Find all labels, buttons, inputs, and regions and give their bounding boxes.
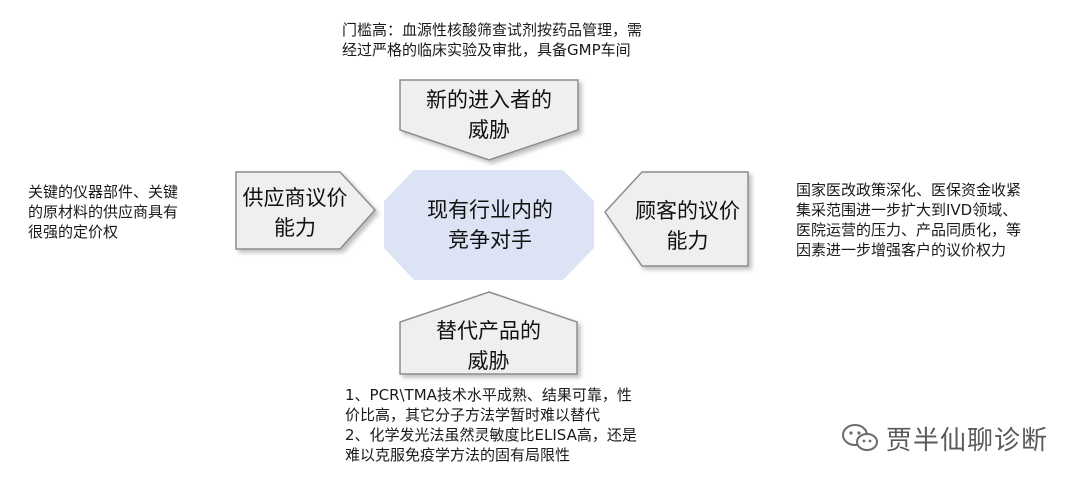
substitutes-note-line: 1、PCR\TMA技术水平成熟、结果可靠，性 <box>345 386 632 404</box>
new-entrants-label-line: 新的进入者的 <box>426 88 552 112</box>
wechat-icon <box>842 424 878 451</box>
substitutes-shape <box>399 291 578 375</box>
buyers-label-line: 顾客的议价 <box>635 199 740 223</box>
buyers-label-line: 能力 <box>666 229 709 253</box>
new-entrants-note: 门槛高：血源性核酸筛查试剂按药品管理，需 经过严格的临床实验及审批，具备GMP车… <box>342 20 702 60</box>
substitutes-note-line: 价比高，其它分子方法学暂时难以替代 <box>345 406 601 424</box>
buyers-note: 国家医改政策深化、医保资金收紧 集采范围进一步扩大到IVD领域、 医院运营的压力… <box>796 180 1066 260</box>
new-entrants-shape <box>399 79 579 161</box>
suppliers-label-line: 供应商议价 <box>242 186 348 210</box>
buyers-note-line: 因素进一步增强客户的议价权力 <box>796 241 1007 259</box>
center-octagon <box>384 170 594 280</box>
center-label-line: 现有行业内的 <box>427 198 553 222</box>
substitutes-label-line: 威胁 <box>467 349 510 373</box>
new-entrants-label-line: 威胁 <box>468 118 510 142</box>
center-label: 现有行业内的 竞争对手 <box>390 195 590 255</box>
buyers-label: 顾客的议价 能力 <box>627 196 748 256</box>
new-entrants-note-line: 经过严格的临床实验及审批，具备GMP车间 <box>342 41 631 59</box>
buyers-note-line: 集采范围进一步扩大到IVD领域、 <box>796 201 1018 219</box>
suppliers-note-line: 很强的定价权 <box>28 223 119 241</box>
buyers-note-line: 国家医改政策深化、医保资金收紧 <box>796 181 1022 199</box>
new-entrants-label: 新的进入者的 威胁 <box>400 85 578 145</box>
watermark: 贾半仙聊诊断 <box>840 420 1070 456</box>
substitutes-label-line: 替代产品的 <box>436 319 541 343</box>
substitutes-label: 替代产品的 威胁 <box>400 316 577 376</box>
substitutes-note: 1、PCR\TMA技术水平成熟、结果可靠，性 价比高，其它分子方法学暂时难以替代… <box>345 385 705 465</box>
buyers-shape <box>604 171 749 267</box>
center-label-line: 竞争对手 <box>448 228 532 252</box>
substitutes-note-line: 2、化学发光法虽然灵敏度比ELISA高，还是 <box>345 426 637 444</box>
suppliers-label: 供应商议价 能力 <box>236 183 354 243</box>
suppliers-note: 关键的仪器部件、关键 的原材料的供应商具有 很强的定价权 <box>28 182 213 242</box>
buyers-note-line: 医院运营的压力、产品同质化，等 <box>796 221 1022 239</box>
new-entrants-note-line: 门槛高：血源性核酸筛查试剂按药品管理，需 <box>342 21 643 39</box>
suppliers-note-line: 关键的仪器部件、关键 <box>28 183 179 201</box>
suppliers-label-line: 能力 <box>274 216 316 240</box>
suppliers-shape <box>235 171 377 250</box>
substitutes-note-line: 难以克服免疫学方法的固有局限性 <box>345 446 571 464</box>
watermark-text: 贾半仙聊诊断 <box>886 425 1049 456</box>
suppliers-note-line: 的原材料的供应商具有 <box>28 203 179 221</box>
